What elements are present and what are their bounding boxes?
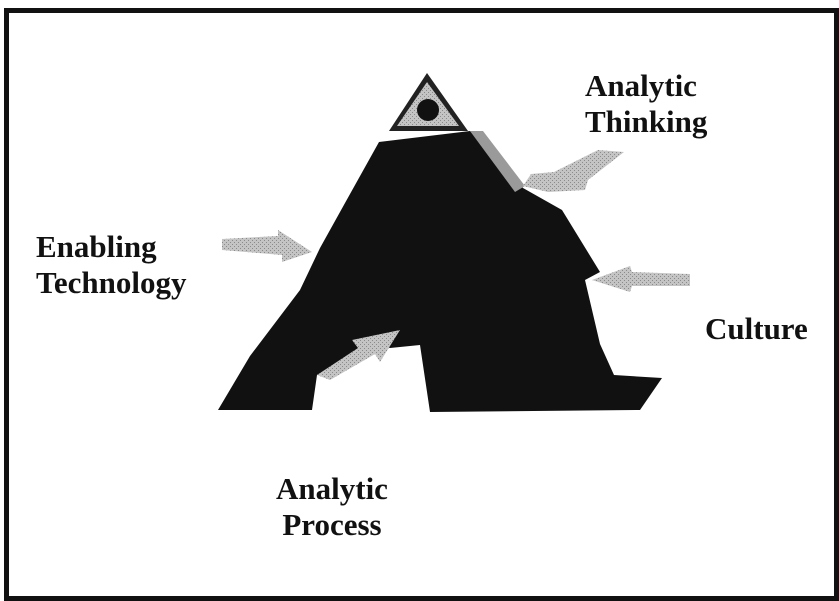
pyramid-highlight-strip <box>470 131 525 192</box>
arrow-analytic-process <box>317 330 400 380</box>
arrow-analytic-thinking <box>523 150 624 192</box>
pyramid-body <box>218 131 662 412</box>
label-analytic-process: Analytic Process <box>276 471 388 542</box>
label-culture: Culture <box>705 311 808 346</box>
arrow-culture <box>592 266 690 292</box>
label-analytic-thinking: Analytic Thinking <box>585 68 708 139</box>
arrow-enabling-technology <box>222 230 312 262</box>
capstone-eye-icon <box>389 73 468 131</box>
label-enabling-technology: Enabling Technology <box>36 229 187 300</box>
